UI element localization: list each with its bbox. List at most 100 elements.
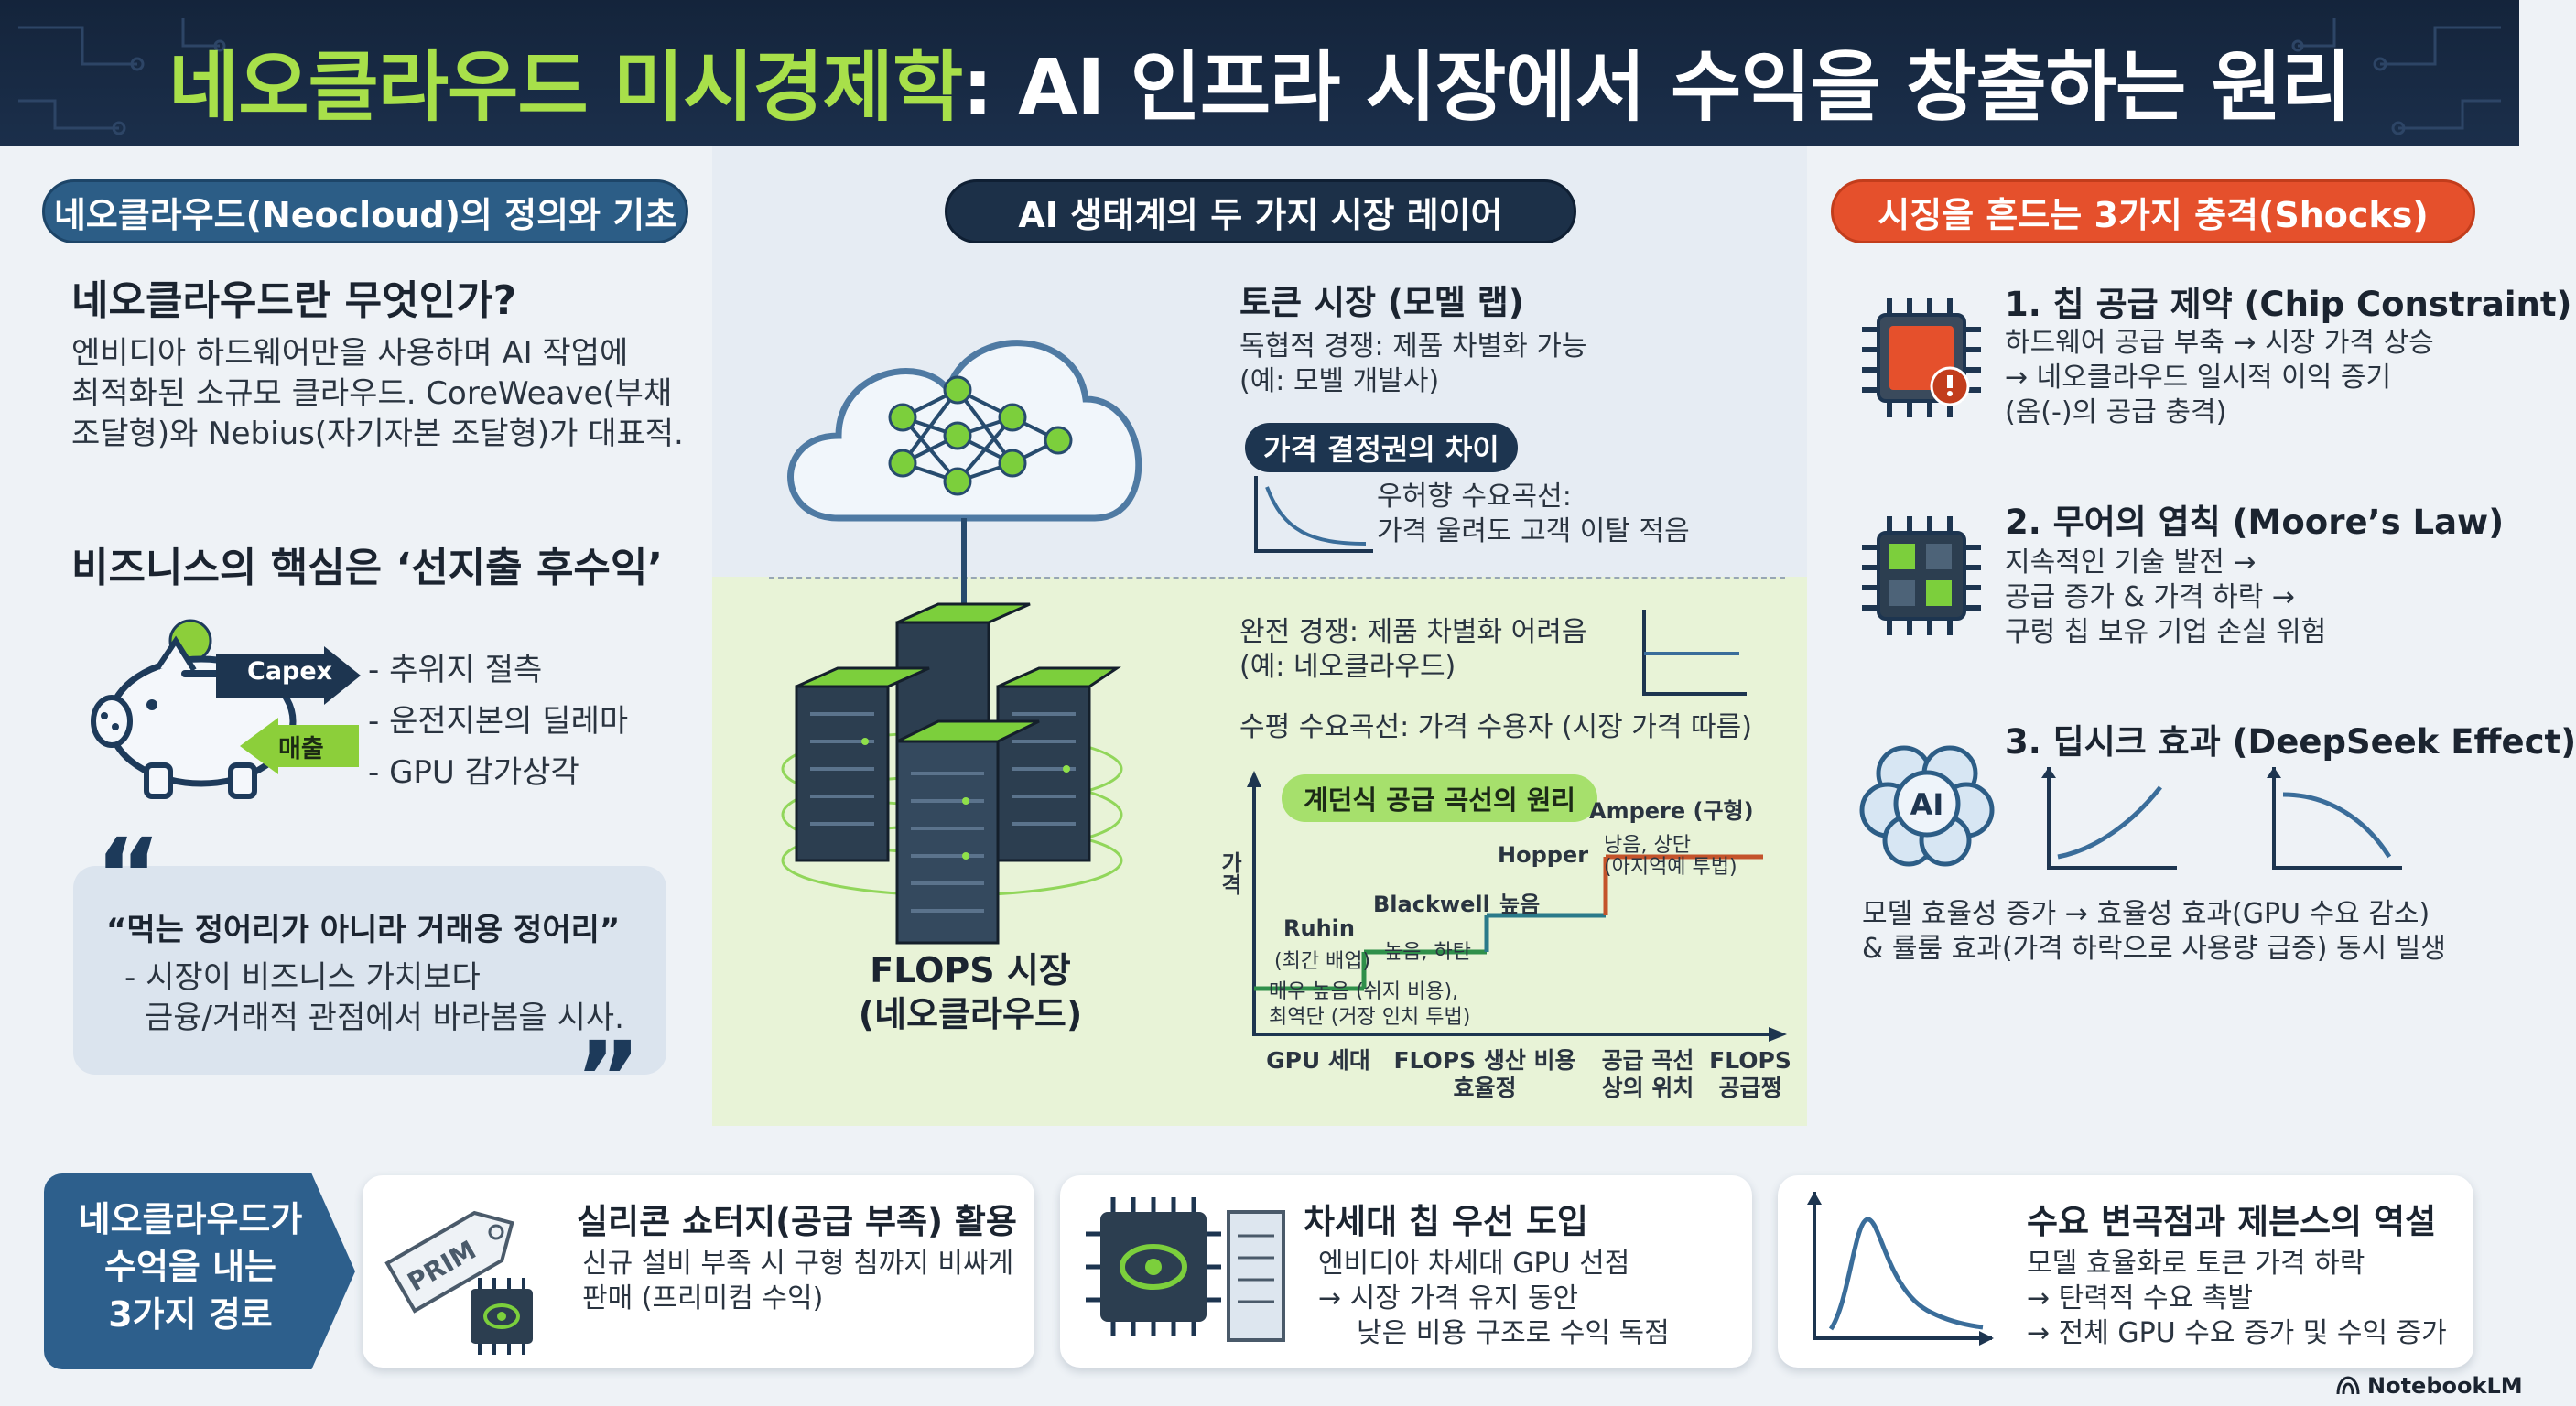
capex-label: Capex	[247, 657, 333, 686]
path2-desc: 엔비디아 차세대 GPU 선점 → 시장 가격 유지 동안 낮은 비용 구조로 …	[1318, 1247, 1670, 1351]
shock2-line: 지속적인 기술 발전 →	[2005, 546, 2257, 579]
x-axis-arrow-icon	[1769, 1027, 1787, 1042]
capex-arrow-icon	[216, 646, 361, 705]
downward-line: 가격 울려도 고객 이탈 적음	[1377, 515, 1690, 547]
path1-line: 판매 (프리미컴 수익)	[582, 1282, 824, 1314]
core-business-title: 비즈니스의 핵심은 ‘선지출 후수익’	[71, 545, 664, 591]
what-line: 조달형)와 Nebius(자기자본 조달형)가 대표적.	[71, 416, 684, 452]
shock1-title: 1. 칩 공급 제약 (Chip Constraint)	[2005, 285, 2572, 324]
shock1-line: 하드웨어 공급 부축 → 시장 가격 상승	[2005, 327, 2434, 359]
cloud-neural-network-icon	[787, 340, 1142, 522]
quote-close-icon: ”	[575, 1020, 642, 1137]
stair-supply-chart	[1247, 771, 1787, 1042]
path3-title: 수요 변곡점과 제븐스의 역설	[2027, 1202, 2437, 1241]
path3-desc: 모델 효율화로 토큰 가격 하락 → 탄력적 수요 촉발 → 전체 GPU 수요…	[2027, 1247, 2447, 1351]
ai-label: AI	[1910, 787, 1944, 822]
downward-demand-desc: 우허향 수요곡선: 가격 울려도 고객 이탈 적음	[1377, 480, 1690, 549]
top-note-line: 낭음, 상단	[1604, 834, 1691, 857]
what-line: 최적화된 소규모 클라우드. CoreWeave(부채	[71, 375, 673, 412]
path2-line: 엔비디아 차세대 GPU 선점	[1318, 1248, 1630, 1280]
cloud-connector-line	[961, 518, 967, 655]
section-pill-markets: AI 생태계의 두 가지 시장 레이어	[945, 179, 1576, 243]
header-banner: 네오클라우드 미시경제학: AI 인프라 시장에서 수익을 창출하는 원리	[0, 0, 2519, 146]
path1-title: 실리콘 쇼터지(공급 부족) 활용	[577, 1202, 1017, 1241]
x-tick-label: GPU 세대	[1254, 1047, 1382, 1075]
notebooklm-brand: NotebookLM	[2336, 1373, 2523, 1399]
chip-warning-icon	[1862, 298, 1981, 417]
x-tick-line: 공급쩡	[1718, 1075, 1782, 1101]
y-axis-arrow-icon	[1247, 771, 1261, 787]
what-line: 엔비디아 하드웨어만을 사용하며 AI 작업에	[71, 335, 629, 372]
path2-line: 낮은 비용 구조로 수익 독점	[1357, 1317, 1670, 1349]
stair-chart-title: 계던식 공급 곡선의 원리	[1282, 774, 1598, 822]
x-tick-label: 공급 곡선 상의 위치	[1593, 1047, 1703, 1102]
shock2-title: 2. 무어의 엽칙 (Moore’s Law)	[2005, 503, 2505, 542]
quote-title: “먹는 정어리가 아니라 거래용 정어리”	[106, 912, 621, 948]
horizontal-demand-desc: 수평 수요곡선: 가격 수용자 (시장 가격 따름)	[1239, 711, 1752, 743]
bottom-note: 매우 높음 (쉬지 비용), 최역단 (거장 인치 투법)	[1269, 979, 1470, 1031]
step-label-ruhin: Ruhin	[1283, 915, 1355, 941]
title-highlight: 네오클라우드 미시경제학	[168, 42, 963, 132]
step-label-ampere: Ampere (구형)	[1589, 798, 1754, 824]
step-note-blackwell: 높음, 하탄	[1384, 941, 1471, 964]
nvidia-chip-server-icon	[1086, 1197, 1285, 1342]
x-tick-line: 효율정	[1453, 1075, 1517, 1101]
quote-line: 금융/거래적 관점에서 바라봄을 시사.	[145, 1000, 624, 1036]
x-tick-line: GPU 세대	[1266, 1047, 1370, 1074]
chart-axes	[1252, 780, 1776, 1036]
price-tag-chip-icon: PRIM	[384, 1210, 533, 1355]
shock1-desc: 하드웨어 공급 부축 → 시장 가격 상승 → 네오클라우드 일시적 이익 증기…	[2005, 326, 2434, 430]
shock3-line: & 률룸 효과(가격 하락으로 사용량 급증) 동시 빌생	[1862, 933, 2446, 965]
bottom-note-line: 매우 높음 (쉬지 비용),	[1269, 980, 1459, 1003]
shock1-line: → 네오클라우드 일시적 이익 증기	[2005, 362, 2392, 394]
quote-line: - 시장이 비즈니스 가치보다	[124, 959, 481, 996]
step-note-hopper: 높음	[1499, 892, 1541, 917]
notebooklm-logo-icon	[2336, 1376, 2360, 1395]
demand-peak-curve-icon	[1807, 1192, 1994, 1346]
token-market-title: 토큰 시장 (모멜 랩)	[1239, 283, 1524, 322]
title-rest: : AI 인프라 시장에서 수익을 창출하는 원리	[962, 42, 2352, 132]
arrow-line: 수억을 내는	[103, 1247, 277, 1287]
quote-open-icon: “	[95, 817, 162, 934]
page-title: 네오클라우드 미시경제학: AI 인프라 시장에서 수익을 창출하는 원리	[0, 26, 2519, 136]
revenue-arrow-icon	[240, 718, 359, 774]
bottom-note-line: 최역단 (거장 인치 투법)	[1269, 1006, 1471, 1029]
flops-market-label: FLOPS 시장 (네오클라우드)	[806, 948, 1135, 1036]
horizontal-demand-curve-icon	[1642, 610, 1747, 696]
step-label-hopper: Hopper	[1498, 842, 1589, 868]
arrow-line: 3가지 경로	[108, 1294, 273, 1335]
path3-line: → 탄력적 수요 촉발	[2027, 1282, 2253, 1314]
falling-curve-icon	[2267, 767, 2402, 870]
bullet-item: - GPU 감가상각	[368, 754, 579, 791]
top-note: 낭음, 상단 (아지억예 투법)	[1604, 835, 1737, 879]
token-line: 독협적 경쟁: 제품 차별화 가능	[1239, 330, 1587, 362]
shock3-line: 모델 효율성 증가 → 효율성 효과(GPU 수요 감소)	[1862, 898, 2430, 930]
shock1-line: (옴(-)의 공급 충격)	[2005, 396, 2227, 428]
downward-demand-curve-icon	[1254, 476, 1373, 553]
circuit-pattern-icon	[18, 18, 2501, 135]
what-is-description: 엔비디아 하드웨어만을 사용하며 AI 작업에 최적화된 소규모 클라우드. C…	[71, 333, 703, 454]
brand-label: NotebookLM	[2367, 1373, 2523, 1399]
chip-moore-icon	[1862, 516, 1981, 635]
token-market-desc: 독협적 경쟁: 제품 차별화 가능 (예: 모벨 개발사)	[1239, 330, 1586, 399]
shock3-title: 3. 딥시크 효과 (DeepSeek Effect)	[2005, 722, 2576, 762]
x-tick-line: 공급 곡선	[1601, 1047, 1694, 1074]
x-tick-label: FLOPS 공급쩡	[1705, 1047, 1796, 1102]
bullet-item: - 추위지 절측	[368, 652, 543, 688]
path1-line: 신규 설비 부족 시 구형 침까지 비싸게	[582, 1248, 1014, 1280]
what-is-title: 네오클라우드란 무엇인가?	[71, 277, 517, 324]
pricing-power-tag: 가격 결정권의 차이	[1245, 423, 1518, 472]
revenue-label: 매출	[278, 735, 324, 763]
section-pill-shocks: 시징을 흔드는 3가지 충격(Shocks)	[1831, 179, 2475, 243]
piggy-bullets: - 추위지 절측 - 운전지본의 딜레마 - GPU 감가상각	[368, 644, 628, 798]
quote-body: - 시장이 비즈니스 가치보다 금융/거래적 관점에서 바라봄을 시사.	[124, 957, 624, 1038]
perfect-line: 완전 경쟁: 제품 차별화 어려음	[1239, 616, 1587, 648]
x-tick-line: 상의 위치	[1601, 1075, 1694, 1101]
quote-box	[73, 866, 666, 1075]
arrow-line: 네오클라우드가	[78, 1199, 303, 1239]
x-tick-line: FLOPS	[1709, 1047, 1791, 1074]
flops-label-line: (네오클라우드)	[858, 994, 1083, 1034]
step-sub-ruhin: (최간 배업)	[1274, 950, 1371, 973]
downward-line: 우허향 수요곡선:	[1377, 481, 1572, 513]
path2-title: 차세대 칩 우선 도입	[1304, 1202, 1588, 1241]
